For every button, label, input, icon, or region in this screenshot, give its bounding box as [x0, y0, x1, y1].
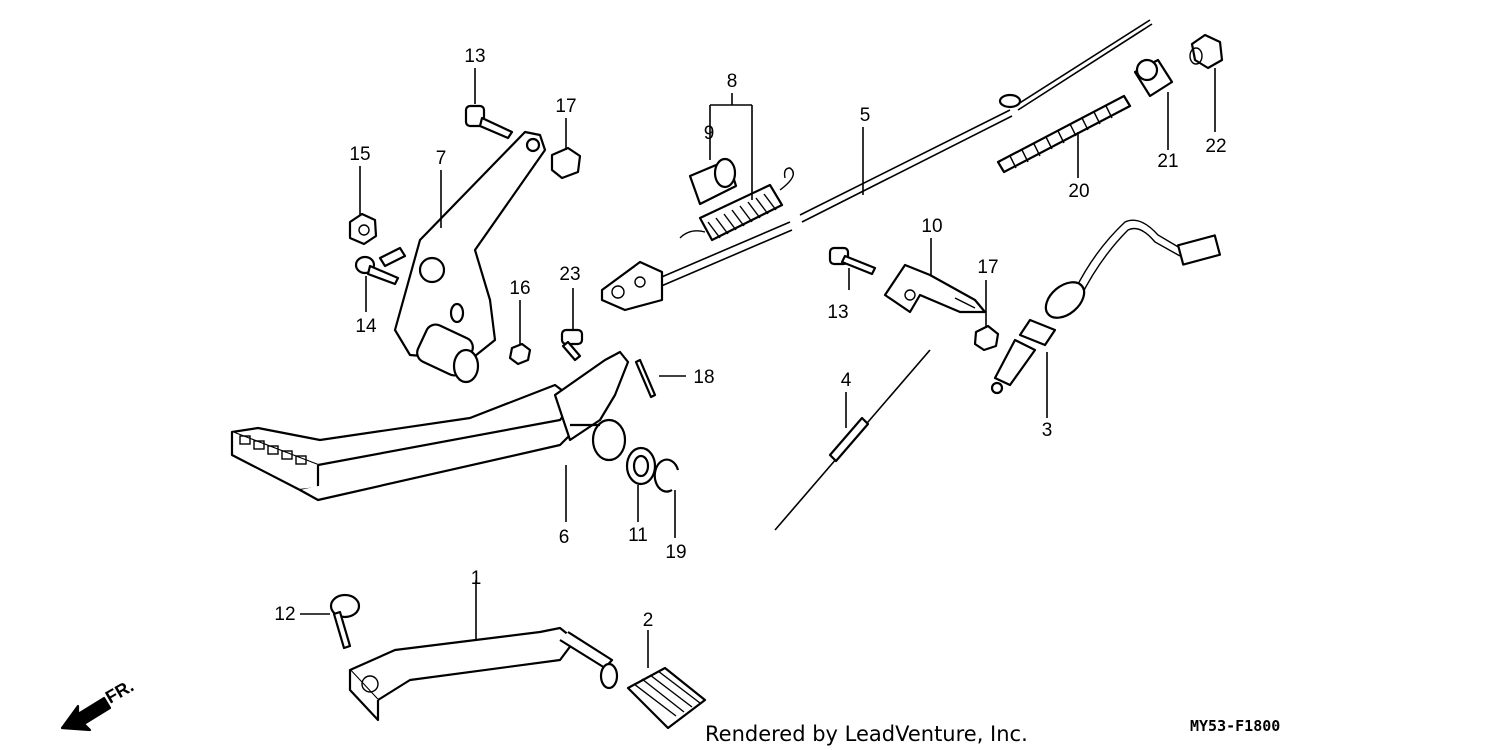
callout-12: 12	[274, 604, 295, 625]
bolt-short	[354, 255, 400, 286]
callout-21: 21	[1157, 151, 1178, 172]
callout-7: 7	[436, 148, 447, 169]
callout-17-right: 17	[977, 257, 998, 278]
diagram-code: MY53-F1800	[1190, 717, 1280, 735]
pivot-bolt	[560, 328, 584, 362]
callout-20: 20	[1068, 181, 1089, 202]
adjusting-nut	[1189, 33, 1224, 70]
small-nut	[508, 342, 532, 366]
pivot-arm	[378, 130, 547, 384]
callout-15: 15	[349, 144, 370, 165]
callout-13: 13	[464, 46, 485, 67]
cotter-pin	[634, 358, 657, 399]
callout-labels: 13 17 15 7 14 16 23 18 6 11 19 8 9 5 10 …	[274, 46, 1226, 631]
callout-4: 4	[841, 370, 852, 391]
snap-ring	[653, 458, 680, 493]
callout-5: 5	[860, 105, 871, 126]
callout-10: 10	[921, 216, 942, 237]
callout-8: 8	[727, 71, 738, 92]
callout-2: 2	[643, 610, 654, 631]
callout-17: 17	[555, 96, 576, 117]
adjuster-spring	[996, 94, 1132, 174]
callout-13-right: 13	[827, 302, 848, 323]
callout-11: 11	[628, 525, 648, 546]
bracket-nut	[973, 324, 1000, 352]
callout-1: 1	[471, 568, 482, 589]
callout-22: 22	[1205, 136, 1226, 157]
callout-19: 19	[665, 542, 686, 563]
callout-23: 23	[559, 264, 580, 285]
callout-14: 14	[355, 316, 377, 337]
footer-credit: Rendered by LeadVenture, Inc.	[705, 722, 1028, 746]
return-spring	[679, 167, 794, 242]
joint-piece	[1133, 58, 1174, 98]
pedal-rubber	[626, 666, 707, 730]
bolt	[464, 104, 514, 140]
callout-18: 18	[693, 367, 714, 388]
brake-rod	[600, 19, 1153, 312]
shift-bolt	[329, 593, 361, 650]
callout-3: 3	[1042, 420, 1053, 441]
spring-collar	[688, 157, 738, 206]
stop-switch	[990, 219, 1222, 395]
callout-16: 16	[509, 278, 530, 299]
brake-pedal	[230, 350, 630, 502]
washer	[625, 446, 657, 486]
arrow-left-down-icon	[60, 696, 112, 732]
flange-nut	[348, 212, 378, 246]
leader-lines	[300, 68, 1216, 668]
switch-spring	[774, 349, 931, 531]
bracket-bolt	[828, 246, 877, 276]
nut	[550, 146, 582, 180]
gear-shift-pedal	[348, 626, 619, 722]
callout-6: 6	[559, 527, 570, 548]
switch-bracket	[883, 263, 987, 314]
front-direction-indicator: FR.	[60, 676, 137, 732]
callout-9: 9	[704, 123, 715, 144]
